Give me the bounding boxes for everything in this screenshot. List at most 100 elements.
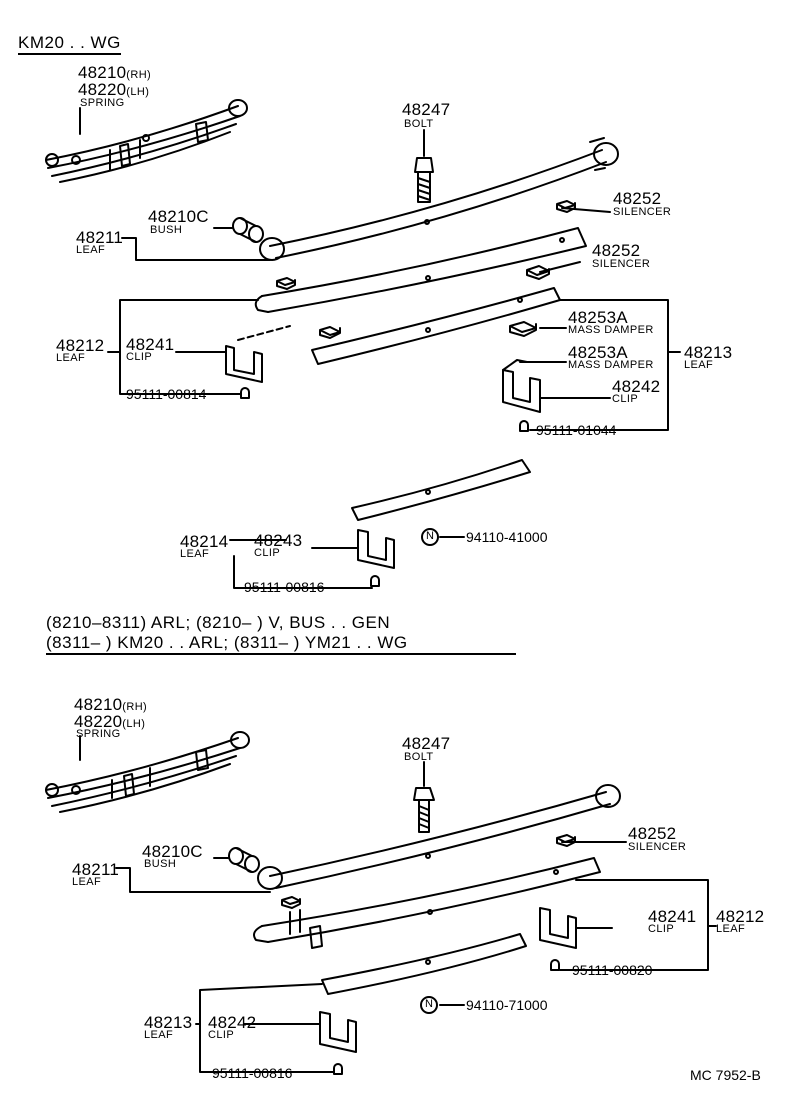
leaf-48212-shape	[254, 227, 587, 313]
bolt-icon	[413, 787, 435, 833]
part-number: 95111-00816	[212, 1065, 293, 1081]
part-name: LEAF	[684, 359, 714, 371]
part-number: 48212	[56, 336, 105, 355]
part-number: 48214	[180, 532, 229, 551]
part-number: 48210C	[142, 842, 203, 861]
part-name: LEAF	[716, 923, 746, 935]
part-name: SILENCER	[613, 206, 672, 218]
part-name: SILENCER	[628, 841, 687, 853]
part-number: 48210	[78, 63, 127, 82]
leader-line	[79, 735, 717, 1073]
clip-icon	[225, 345, 263, 383]
part-name: CLIP	[612, 393, 639, 405]
part-name: BUSH	[150, 224, 183, 236]
part-number: 48242	[612, 377, 661, 396]
part-number: 48241	[648, 907, 697, 926]
part-number: 48247	[402, 734, 451, 753]
part-number: 48212	[716, 907, 765, 926]
part-number: 48211	[72, 860, 120, 879]
clip-icon	[539, 907, 577, 949]
clip-icon	[319, 1011, 357, 1053]
silencer-icon	[276, 277, 296, 290]
section-1-header: KM20 . . WG	[18, 34, 121, 55]
spring-assembly-icon	[45, 731, 250, 813]
nut-symbol-circle	[421, 528, 439, 546]
leaf-48213-shape	[321, 933, 527, 995]
leader-line	[79, 107, 681, 589]
part-name: CLIP	[254, 547, 281, 559]
nut-symbol-circle	[420, 996, 438, 1014]
nut-symbol: N	[425, 998, 434, 1010]
part-number: 48210	[74, 695, 123, 714]
bolt-icon	[414, 157, 434, 203]
part-name: CLIP	[208, 1029, 235, 1041]
part-number: 48252	[613, 189, 662, 208]
part-number: 48253A	[568, 308, 628, 327]
part-name: SPRING	[80, 97, 125, 109]
spring-lh-part: 48220(LH)	[74, 713, 145, 731]
bush-icon	[228, 847, 260, 873]
leaf-48214-shape	[351, 459, 531, 521]
rivet-icon	[370, 575, 380, 587]
part-number: 48241	[126, 335, 175, 354]
clip-icon	[502, 359, 541, 413]
nut-symbol: N	[426, 530, 435, 542]
leaf-48211-shape	[259, 137, 619, 261]
spring-rh-part: 48210(RH)	[78, 64, 151, 82]
rivet-icon	[240, 387, 250, 399]
part-number: 48213	[684, 343, 733, 362]
part-name: LEAF	[72, 876, 102, 888]
part-number: 48252	[592, 241, 641, 260]
part-name: BOLT	[404, 751, 434, 763]
mass-damper-icon	[509, 321, 537, 337]
silencer-icon	[526, 265, 550, 280]
part-number: 95111-00820	[572, 962, 653, 978]
side-tag: (LH)	[122, 718, 146, 730]
leader-line-dashed	[237, 325, 291, 341]
side-tag: (RH)	[122, 701, 148, 713]
silencer-icon	[556, 834, 576, 847]
part-number: 94110-71000	[466, 997, 548, 1013]
part-number: 48243	[254, 531, 303, 550]
part-number: 94110-41000	[466, 529, 548, 545]
part-name: MASS DAMPER	[568, 324, 654, 336]
part-number: 48252	[628, 824, 677, 843]
part-name: LEAF	[56, 352, 86, 364]
part-name: SILENCER	[592, 258, 651, 270]
rivet-icon	[550, 959, 560, 971]
part-number: 95111-01044	[536, 422, 617, 438]
spring-lh-part: 48220(LH)	[78, 81, 149, 99]
part-name: SPRING	[76, 728, 121, 740]
part-number: 48220	[74, 712, 123, 731]
part-number: 48242	[208, 1013, 257, 1032]
part-name: CLIP	[648, 923, 675, 935]
side-tag: (LH)	[126, 86, 150, 98]
drawing-code: MC 7952-B	[690, 1067, 761, 1083]
part-name: BOLT	[404, 118, 434, 130]
leaf-48211-shape	[257, 784, 621, 890]
part-number: 48253A	[568, 343, 628, 362]
part-number: 48220	[78, 80, 127, 99]
rivet-icon	[333, 1063, 343, 1075]
silencer-icon	[281, 896, 301, 909]
part-name: CLIP	[126, 351, 153, 363]
rivet-icon	[519, 420, 529, 432]
side-tag: (RH)	[126, 69, 152, 81]
part-number: 95111-00814	[126, 386, 207, 402]
part-number: 48213	[144, 1013, 193, 1032]
part-name: MASS DAMPER	[568, 359, 654, 371]
part-name: LEAF	[144, 1029, 174, 1041]
spring-rh-part: 48210(RH)	[74, 696, 147, 714]
section-2-header-line-2: (8311– ) KM20 . . ARL; (8311– ) YM21 . .…	[46, 634, 516, 655]
leaf-48212-shape	[253, 857, 601, 949]
mass-damper-icon	[319, 326, 341, 339]
leaf-48213-shape	[311, 287, 561, 365]
part-number: 48211	[76, 228, 124, 247]
part-number: 48247	[402, 100, 451, 119]
section-2-header-line-1: (8210–8311) ARL; (8210– ) V, BUS . . GEN	[46, 613, 391, 632]
spring-assembly-icon	[45, 99, 248, 183]
part-name: LEAF	[76, 244, 106, 256]
part-name: LEAF	[180, 548, 210, 560]
part-number: 48210C	[148, 207, 209, 226]
